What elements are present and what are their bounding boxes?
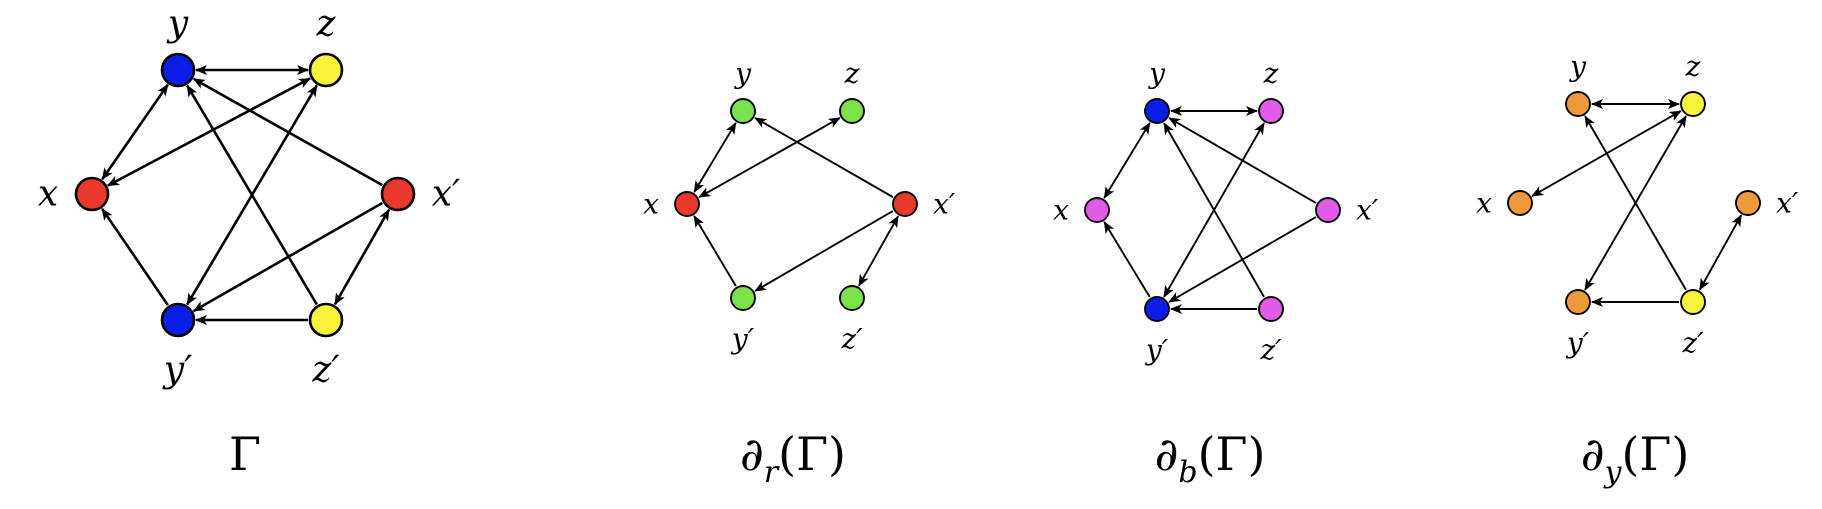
caption-subscript: b [1178,455,1197,490]
vertices: x y z x′ y′ z′ [38,4,460,391]
edge-z-to-y-prime-bidirectional [1163,122,1265,298]
vertex-x-prime [1735,190,1761,216]
vertex-label-y-prime: y′ [1144,333,1169,366]
edge-z-to-y-prime-bidirectional [1584,115,1687,291]
edge-x-prime-to-y-prime [1168,216,1317,303]
vertex-label-x: x [38,174,58,215]
caption-argument: (Γ) [1621,427,1689,481]
vertex-y [160,52,196,88]
graph-caption: ∂b(Γ) [1155,427,1266,490]
vertex-z [839,98,865,124]
vertex-z-prime [1258,296,1284,322]
vertex-z [1258,98,1284,124]
vertex-y-prime [160,302,196,338]
vertex-x [1084,197,1110,223]
vertex-label-z-prime: z′ [840,322,863,355]
vertex-x [1507,190,1533,216]
vertex-label-x: x [643,188,659,221]
vertex-y-prime [730,285,756,311]
edge-x-prime-to-y-prime [754,210,894,292]
caption-main: ∂ [740,427,764,481]
edge-y-prime-to-x [693,215,737,287]
caption-argument: (Γ) [1198,427,1266,481]
graph-gamma: x y z x′ y′ z′ Γ [38,4,460,482]
vertex-label-z-prime: z′ [1681,326,1704,359]
vertex-label-y-prime: y′ [1565,326,1590,359]
edges [693,117,899,292]
vertex-label-y: y [733,57,752,90]
edges [1103,106,1317,314]
vertex-label-z: z [1263,57,1279,90]
caption-argument: (Γ) [778,427,846,481]
vertex-x [674,191,700,217]
vertex-x [74,176,110,212]
vertex-z-prime [1680,289,1706,315]
vertex-z [1680,91,1706,117]
vertex-label-z: z [844,57,860,90]
edge-x-prime-to-y [754,117,894,198]
edge-z-to-y-prime-bidirectional [186,84,318,306]
graph-caption: Γ [229,427,261,481]
vertex-label-x-prime: x′ [933,188,956,221]
vertices: x y z x′ y′ z′ [643,57,956,355]
edge-x-prime-to-z-prime-bidirectional [858,215,899,287]
vertex-label-x: x [1053,194,1069,227]
edge-x-to-y-bidirectional [1103,122,1151,199]
graph-caption: ∂y(Γ) [1581,427,1690,490]
edge-x-prime-to-z-prime-bidirectional [333,208,391,306]
edge-z-to-x-bidirectional [107,77,311,187]
caption-main: Γ [229,427,261,481]
vertex-z-prime [308,302,344,338]
vertex-label-y: y [166,4,189,45]
edges [1531,99,1743,307]
vertex-label-y-prime: y′ [162,350,193,391]
vertex-y-prime [1565,289,1591,315]
edge-x-to-y-bidirectional [101,83,169,181]
vertex-x-prime [1315,197,1341,223]
vertex-y [730,98,756,124]
edge-z-to-x-bidirectional [698,117,841,198]
edge-y-prime-to-x [101,208,169,306]
vertex-z-prime [839,285,865,311]
vertex-label-y: y [1147,57,1166,90]
vertex-y [1565,91,1591,117]
edge-x-prime-to-y-prime [192,201,384,313]
graph-boundary-b: x y z x′ y′ z′ ∂b(Γ) [1053,57,1379,490]
edge-x-prime-to-z-prime-bidirectional [1698,214,1743,291]
vertex-label-x-prime: x′ [432,174,460,215]
vertex-label-x-prime: x′ [1356,194,1379,227]
caption-subscript: y [1603,455,1623,490]
vertex-y-prime [1144,296,1170,322]
graph-boundary-r: x y z x′ y′ z′ ∂r(Γ) [643,57,956,490]
vertex-x-prime [892,191,918,217]
vertex-label-x: x [1476,187,1492,220]
vertex-label-z-prime: z′ [1259,333,1282,366]
vertex-label-z: z [1685,50,1701,83]
vertex-label-z: z [316,4,337,45]
vertex-label-x-prime: x′ [1776,187,1799,220]
vertices: x y z x′ y′ z′ [1476,50,1799,359]
caption-subscript: r [764,455,780,490]
vertex-label-y: y [1568,50,1587,83]
edges [101,65,391,325]
graph-caption: ∂r(Γ) [740,427,846,490]
vertex-z [308,52,344,88]
vertex-label-z-prime: z′ [311,350,339,391]
caption-main: ∂ [1155,427,1179,481]
edge-y-prime-to-x [1103,221,1151,298]
vertex-label-y-prime: y′ [730,322,755,355]
vertex-x-prime [380,176,416,212]
vertex-y [1144,98,1170,124]
vertices: x y z x′ y′ z′ [1053,57,1379,366]
caption-main: ∂ [1581,427,1605,481]
edge-x-to-y-bidirectional [693,122,737,193]
